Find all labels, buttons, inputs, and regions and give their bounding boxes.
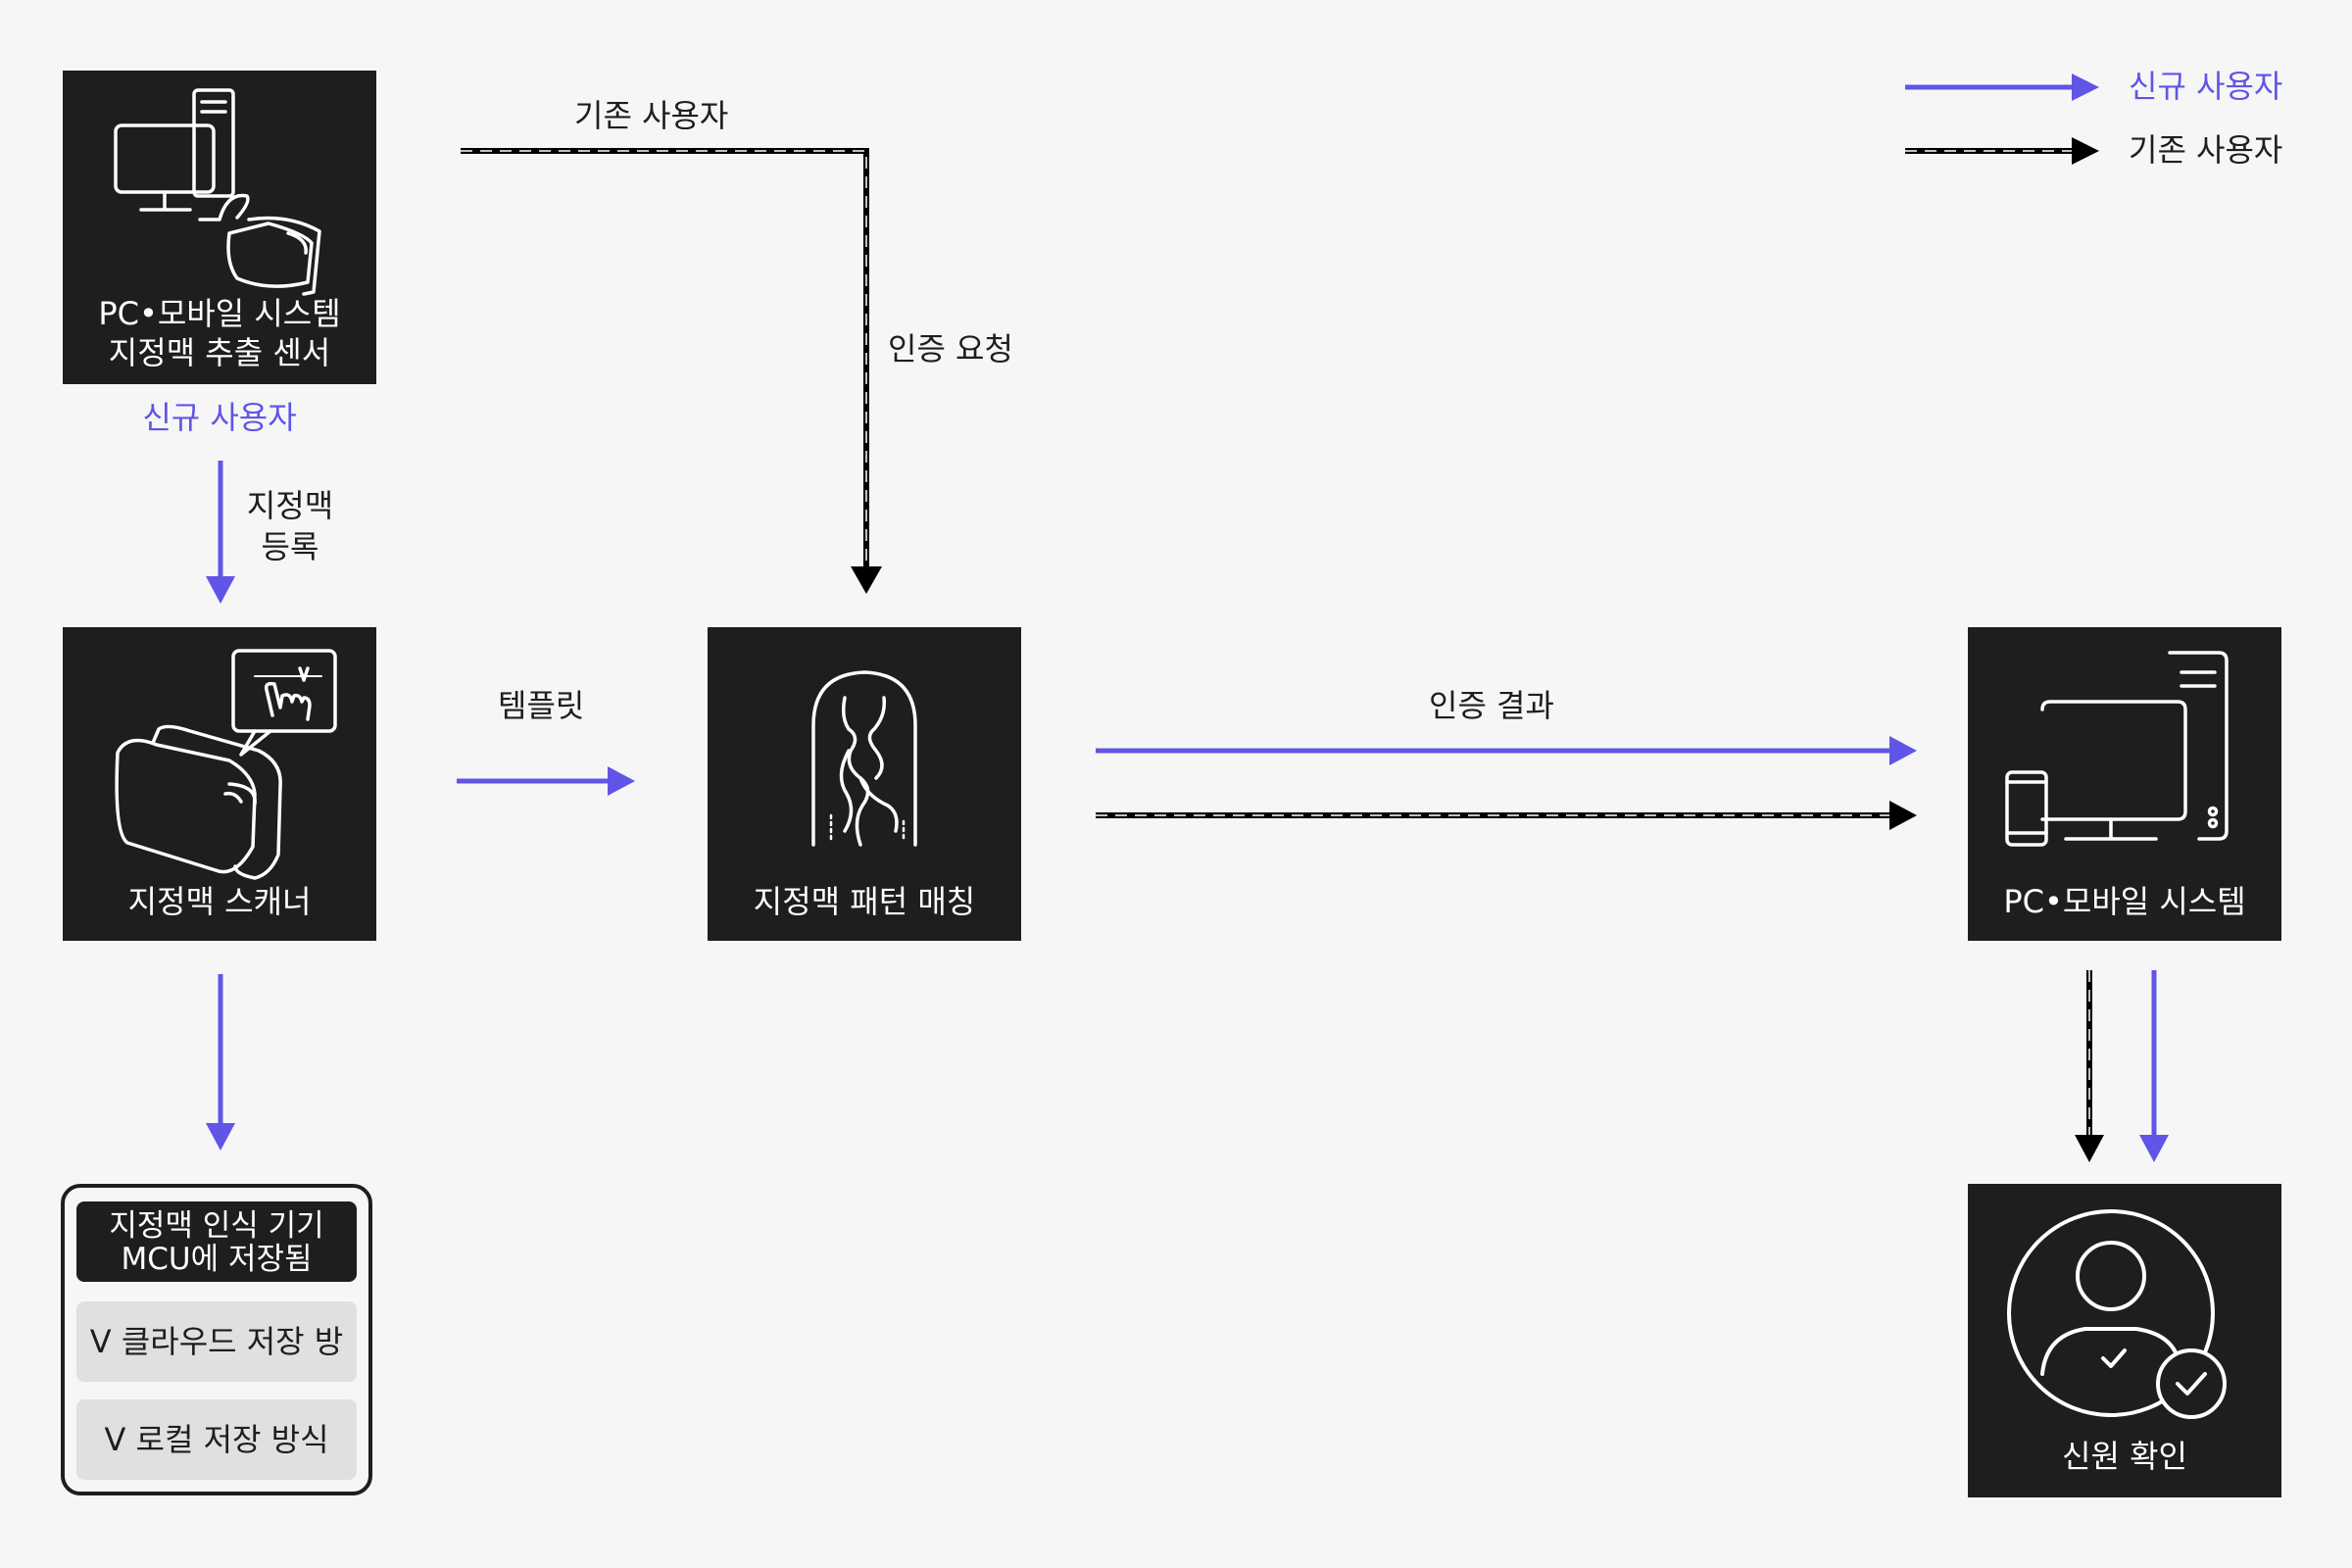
identity-node: 신원 확인 — [1968, 1184, 2281, 1497]
auth-result-label: 인증 결과 — [1429, 687, 1554, 724]
system-label: PC•모바일 시스템 — [2003, 883, 2246, 920]
identity-label: 신원 확인 — [2062, 1438, 2187, 1475]
identity-new-arrow — [2139, 970, 2169, 1162]
template-arrow — [457, 766, 635, 796]
register-label-line1: 지정맥 — [246, 487, 334, 524]
storage-title-line1: 지정맥 인식 기기 — [109, 1208, 324, 1244]
computer-folder-icon — [114, 88, 321, 296]
storage-option-local: V 로컬 저장 방식 — [76, 1399, 357, 1480]
register-label-line2: 등록 — [261, 528, 319, 565]
identity-existing-arrow — [2075, 970, 2104, 1162]
auth-request-label: 인증 요청 — [888, 330, 1013, 368]
matching-node: 지정맥 패턴 매칭 — [708, 627, 1021, 941]
scanner-node: 지정맥 스캐너 — [63, 627, 376, 941]
legend-new-user-label: 신규 사용자 — [2129, 68, 2283, 105]
storage-title-line2: MCU에 저장됨 — [121, 1242, 313, 1277]
sensor-label-line1: PC•모바일 시스템 — [98, 295, 341, 332]
auth-result-existing-arrow — [1096, 801, 1917, 830]
legend-new-user-line — [1905, 74, 2099, 101]
legend-existing-user-label: 기존 사용자 — [2129, 131, 2283, 169]
user-verified-icon — [2007, 1209, 2227, 1419]
system-node: PC•모바일 시스템 — [1968, 627, 2281, 941]
register-arrow — [206, 461, 235, 604]
existing-user-path — [461, 148, 882, 594]
matching-label: 지정맥 패턴 매칭 — [753, 883, 976, 920]
template-label: 템플릿 — [498, 687, 585, 724]
finger-vein-icon — [811, 670, 917, 847]
scanner-icon — [115, 649, 337, 880]
scanner-label: 지정맥 스캐너 — [127, 883, 312, 920]
sensor-label-line2: 지정맥 추출 센서 — [108, 334, 331, 371]
storage-arrow — [206, 974, 235, 1151]
pc-mobile-icon — [2005, 651, 2229, 847]
storage-panel: 지정맥 인식 기기 MCU에 저장됨 V 클라우드 저장 방식 V 로컬 저장 … — [61, 1184, 372, 1495]
legend-existing-user-line — [1905, 137, 2099, 165]
existing-user-edge-label: 기존 사용자 — [574, 97, 729, 134]
sensor-node: PC•모바일 시스템 지정맥 추출 센서 — [63, 71, 376, 384]
sensor-caption: 신규 사용자 — [142, 399, 297, 436]
storage-title: 지정맥 인식 기기 MCU에 저장됨 — [76, 1201, 357, 1282]
storage-option-cloud: V 클라우드 저장 방식 — [76, 1301, 357, 1441]
auth-result-new-arrow — [1096, 736, 1917, 765]
